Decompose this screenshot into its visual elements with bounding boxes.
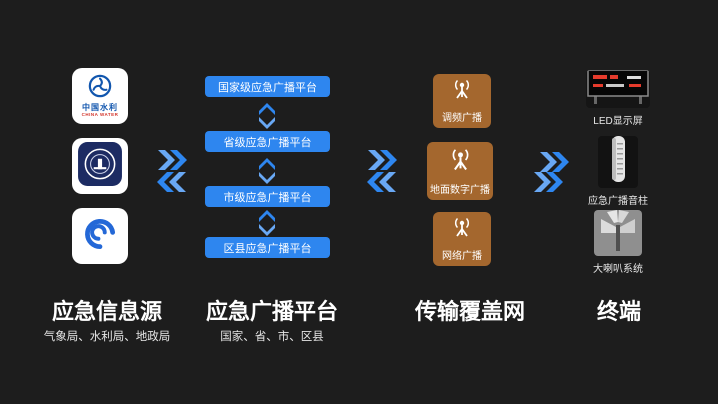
platform-national-label: 国家级应急广播平台 (218, 81, 317, 94)
speaker-column-label: 应急广播音柱 (588, 196, 648, 207)
china-water-logo: 中国水利 CHINA WATER (72, 68, 128, 124)
platforms-title: 应急广播平台 (205, 299, 338, 324)
antenna-icon (450, 78, 474, 107)
water-emblem-logo (72, 138, 128, 194)
arrow-right-sources-platforms-icon (158, 150, 188, 175)
platform-city: 市级应急广播平台 (205, 186, 330, 207)
platform-city-label: 市级应急广播平台 (223, 191, 312, 204)
water-emblem-icon (77, 141, 123, 192)
china-water-label-cn: 中国水利 (82, 103, 118, 112)
meteorological-logo (72, 208, 128, 264)
led-screen-image (586, 70, 650, 108)
speaker-column-icon (598, 136, 638, 188)
antenna-icon (450, 216, 474, 245)
speaker-column-image (598, 136, 638, 188)
vertical-arrows-2-icon (259, 158, 275, 189)
sources-title: 应急信息源 (51, 299, 162, 324)
loudspeaker-icon (595, 210, 641, 256)
arrow-right-platforms-network-icon (368, 150, 398, 175)
platform-county-label: 区县应急广播平台 (223, 242, 312, 255)
loudspeaker-label: 大喇叭系统 (593, 264, 643, 275)
platform-county: 区县应急广播平台 (205, 237, 330, 258)
sources-subtitle: 气象局、水利局、地政局 (43, 331, 171, 343)
network-internet-label: 网络广播 (442, 251, 482, 262)
arrow-left-platforms-sources-icon (156, 172, 186, 197)
network-fm-label: 调频广播 (442, 113, 482, 124)
network-digital-label: 地面数字广播 (430, 184, 490, 196)
vertical-arrows-3-icon (259, 210, 275, 241)
platform-provincial: 省级应急广播平台 (205, 131, 330, 152)
platforms-subtitle: 国家、省、市、区县 (220, 331, 324, 343)
loudspeaker-image (594, 210, 642, 256)
antenna-icon (447, 147, 474, 179)
china-water-label-en: CHINA WATER (81, 112, 119, 117)
arrow-right-network-terminals-icon (540, 152, 570, 177)
terminals-title: 终端 (596, 299, 641, 324)
led-screen-icon (587, 70, 649, 108)
led-screen-label: LED显示屏 (593, 116, 643, 127)
vertical-arrows-1-icon (259, 103, 275, 134)
arrow-right-network-terminals-2-icon (534, 172, 564, 197)
china-water-icon (88, 74, 112, 103)
network-fm: 调频广播 (433, 74, 491, 128)
network-digital: 地面数字广播 (427, 142, 493, 200)
arrow-left-network-platforms-icon (366, 172, 396, 197)
platform-provincial-label: 省级应急广播平台 (223, 136, 312, 149)
platform-national: 国家级应急广播平台 (205, 76, 330, 97)
network-title: 传输覆盖网 (414, 299, 525, 324)
meteorological-swirl-icon (81, 215, 119, 258)
network-internet: 网络广播 (433, 212, 491, 266)
